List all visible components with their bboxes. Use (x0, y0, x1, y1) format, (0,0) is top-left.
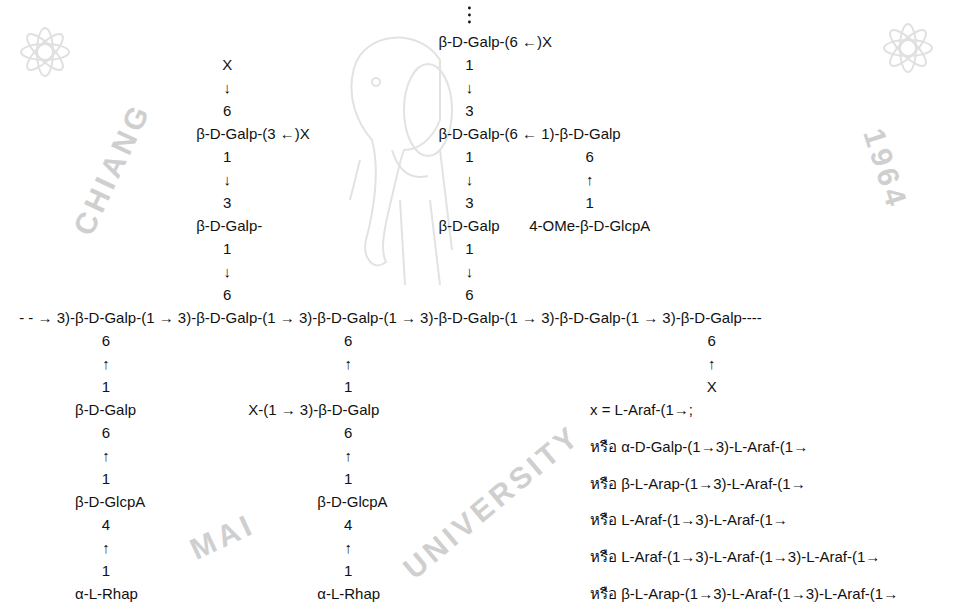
linkage-position: 3 (465, 102, 473, 120)
watermark-text: 1964 (855, 124, 915, 214)
linkage-position: 1 (344, 378, 352, 396)
linkage-position: 6 (223, 102, 231, 120)
substituent-definition: หรือ L-Araf-(1→3)-L-Araf-(1→3)-L-Araf-(1… (590, 548, 880, 566)
main-chain-segment: β-D-Galp---- (681, 309, 762, 327)
linkage-position: 1 (102, 562, 110, 580)
linkage-position: 1 (465, 56, 473, 74)
residue-text: β-D-Galp-(6 ← 1)-β-D-Galp (438, 125, 620, 143)
substituent-definition: หรือ L-Araf-(1→3)-L-Araf-(1→ (590, 511, 788, 529)
main-chain-segment: - - → 3)- (19, 309, 75, 327)
linkage-position: 6 (465, 286, 473, 304)
residue-text: α-L-Rhap (75, 585, 138, 603)
linkage-position: 1 (102, 470, 110, 488)
main-chain-segment: β-D-Galp-(1 → 3)- (560, 309, 681, 327)
residue-text: β-D-GlcpA (317, 493, 387, 511)
linkage-position: 1 (223, 240, 231, 258)
substituent-definition: หรือ α-D-Galp-(1→3)-L-Araf-(1→ (590, 438, 808, 456)
main-chain-segment: β-D-Galp-(1 → 3)- (196, 309, 317, 327)
linkage-position: 6 (102, 424, 110, 442)
residue-text: β-D-Galp-(6 ←)X (438, 33, 552, 51)
chain-continuation (468, 7, 471, 24)
linkage-arrow: ↑ (102, 447, 110, 465)
linkage-arrow: ↓ (466, 171, 474, 189)
residue-text: β-D-Galp- (196, 217, 262, 235)
linkage-position: 3 (465, 194, 473, 212)
linkage-arrow: ↑ (345, 539, 353, 557)
linkage-arrow: ↑ (586, 171, 594, 189)
main-chain-segment: β-D-Galp-(1 → 3)- (75, 309, 196, 327)
linkage-position: X (222, 56, 232, 74)
linkage-position: 1 (344, 562, 352, 580)
main-chain-segment: β-D-Galp-(1 → 3)- (317, 309, 438, 327)
continuation-dot (468, 7, 471, 10)
linkage-arrow: ↓ (466, 263, 474, 281)
linkage-position: 1 (223, 148, 231, 166)
substituent-definition: หรือ β-L-Arap-(1→3)-L-Araf-(1→3)-L-Araf-… (590, 585, 898, 603)
residue-text: β-D-Galp (438, 217, 499, 235)
linkage-position: 1 (344, 470, 352, 488)
residue-text: β-D-GlcpA (75, 493, 145, 511)
watermark-text: CHIANG (66, 96, 159, 240)
continuation-dot (468, 14, 471, 17)
linkage-arrow: ↓ (466, 79, 474, 97)
linkage-arrow: ↑ (102, 355, 110, 373)
linkage-position: 3 (223, 194, 231, 212)
linkage-position: 1 (586, 194, 594, 212)
seal-flower (21, 24, 932, 76)
linkage-position: 4 (102, 516, 110, 534)
linkage-position: 6 (102, 332, 110, 350)
linkage-position: 6 (223, 286, 231, 304)
substituent-definition: x = L-Araf-(1→; (590, 401, 693, 419)
watermark-text: UNIVERSITY (396, 417, 588, 586)
residue-text: α-L-Rhap (317, 585, 380, 603)
residue-text: β-D-Galp (75, 401, 136, 419)
linkage-arrow: ↓ (223, 171, 231, 189)
linkage-position: X (707, 378, 717, 396)
linkage-position: 6 (708, 332, 716, 350)
linkage-arrow: ↓ (223, 263, 231, 281)
linkage-arrow: ↑ (345, 447, 353, 465)
linkage-arrow: ↑ (102, 539, 110, 557)
continuation-dot (468, 21, 471, 24)
linkage-position: 1 (465, 148, 473, 166)
watermark-text: MAI (184, 506, 260, 567)
residue-text: X-(1 → 3)-β-D-Galp (248, 401, 379, 419)
linkage-position: 4 (344, 516, 352, 534)
linkage-position: 6 (586, 148, 594, 166)
linkage-position: 6 (344, 424, 352, 442)
substituent-definition: หรือ β-L-Arap-(1→3)-L-Araf-(1→ (590, 475, 806, 493)
main-chain-segment: β-D-Galp-(1 → 3)- (438, 309, 559, 327)
linkage-arrow: ↑ (708, 355, 716, 373)
linkage-position: 1 (102, 378, 110, 396)
linkage-position: 6 (344, 332, 352, 350)
linkage-position: 1 (465, 240, 473, 258)
residue-text: β-D-Galp-(3 ←)X (196, 125, 310, 143)
residue-text: 4-OMe-β-D-GlcpA (529, 217, 650, 235)
seal-elephant (350, 38, 452, 285)
linkage-arrow: ↓ (223, 79, 231, 97)
linkage-arrow: ↑ (345, 355, 353, 373)
